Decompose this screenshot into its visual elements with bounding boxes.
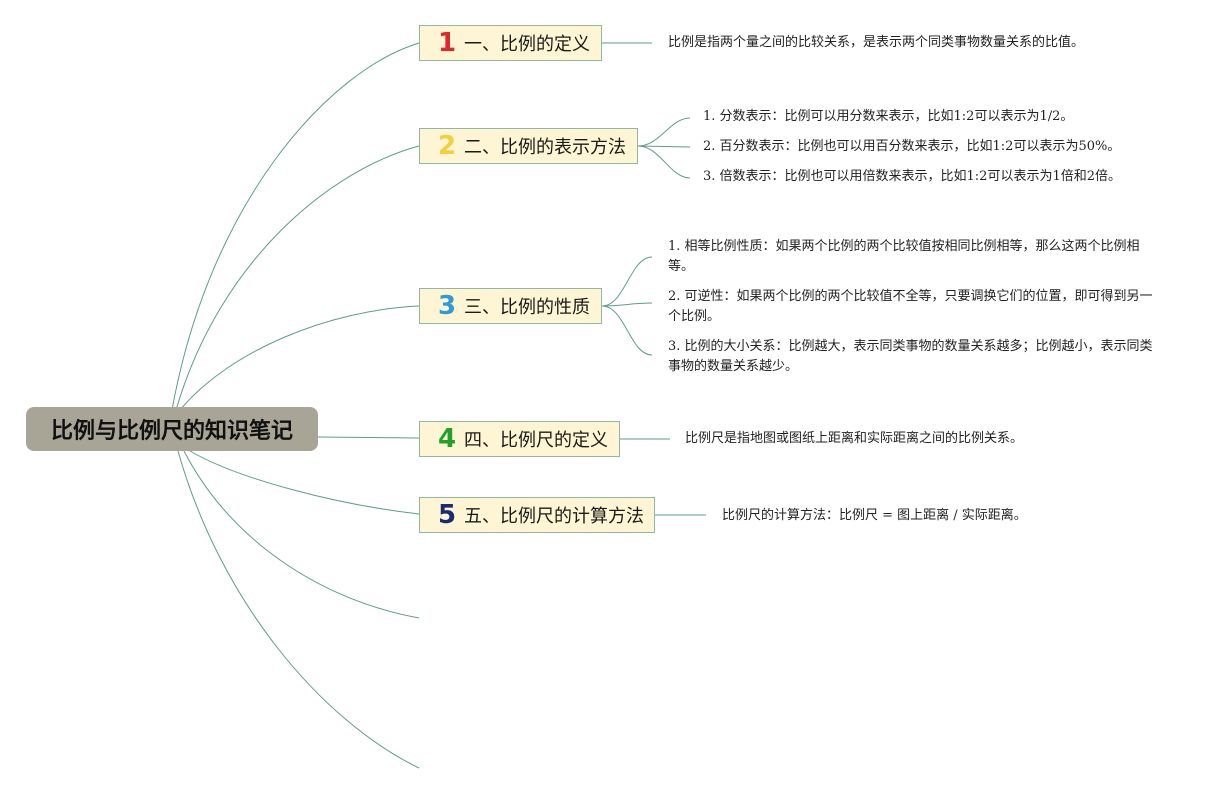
note-3-2[interactable]: 2. 可逆性：如果两个比例的两个比较值不全等，只要调换它们的位置，即可得到另一个… <box>668 289 1153 324</box>
topic-5-label: 五、比例尺的计算方法 <box>464 506 644 527</box>
topic-4-label: 四、比例尺的定义 <box>464 430 608 451</box>
topic-1-label: 一、比例的定义 <box>464 34 590 55</box>
note-3-3[interactable]: 3. 比例的大小关系：比例越大，表示同类事物的数量关系越多；比例越小，表示同类事… <box>668 339 1153 374</box>
note-3-1[interactable]: 1. 相等比例性质：如果两个比例的两个比较值按相同比例相等，那么这两个比例相等。 <box>668 239 1140 274</box>
number-1-icon: 1 <box>437 28 457 58</box>
note-5-1[interactable]: 比例尺的计算方法：比例尺 = 图上距离 / 实际距离。 <box>722 508 1027 523</box>
topic-2[interactable]: 2 二、比例的表示方法 <box>419 128 638 164</box>
topic-2-label: 二、比例的表示方法 <box>464 137 626 158</box>
topic-1[interactable]: 1 一、比例的定义 <box>419 25 602 61</box>
note-4-1[interactable]: 比例尺是指地图或图纸上距离和实际距离之间的比例关系。 <box>685 431 1024 446</box>
topic-4[interactable]: 4 四、比例尺的定义 <box>419 421 620 457</box>
note-2-3[interactable]: 3. 倍数表示：比例也可以用倍数来表示，比如1:2可以表示为1倍和2倍。 <box>703 169 1121 184</box>
note-2-1[interactable]: 1. 分数表示：比例可以用分数来表示，比如1:2可以表示为1/2。 <box>703 109 1074 124</box>
number-5-icon: 5 <box>437 500 457 530</box>
root-topic[interactable]: 比例与比例尺的知识笔记 <box>26 407 318 451</box>
number-4-icon: 4 <box>437 424 457 454</box>
topic-5[interactable]: 5 五、比例尺的计算方法 <box>419 497 655 533</box>
number-3-icon: 3 <box>437 291 457 321</box>
topic-3-label: 三、比例的性质 <box>464 297 590 318</box>
number-2-icon: 2 <box>437 131 457 161</box>
topic-3[interactable]: 3 三、比例的性质 <box>419 288 602 324</box>
note-2-2[interactable]: 2. 百分数表示：比例也可以用百分数来表示，比如1:2可以表示为50%。 <box>703 139 1121 154</box>
note-1-1[interactable]: 比例是指两个量之间的比较关系，是表示两个同类事物数量关系的比值。 <box>668 35 1085 50</box>
